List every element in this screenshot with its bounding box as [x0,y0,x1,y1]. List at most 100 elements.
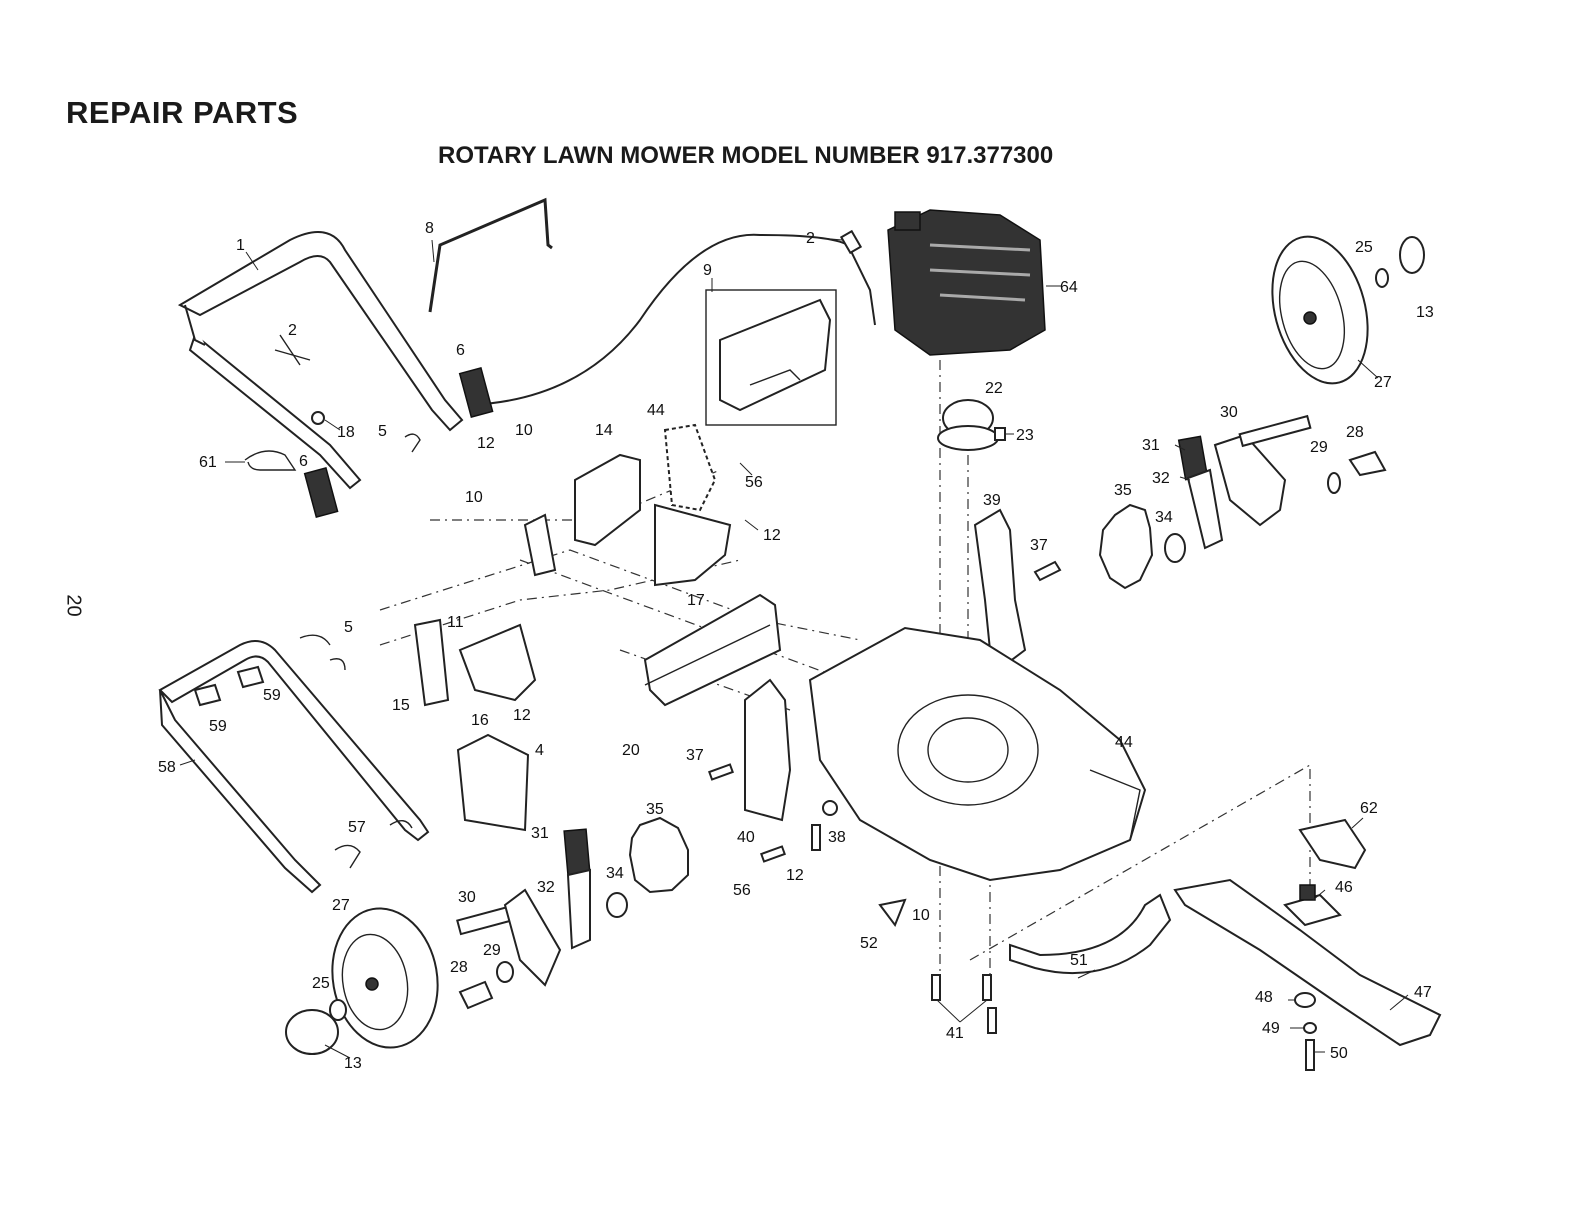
cable-tie [274,334,311,366]
callout-8: 8 [425,220,434,237]
callout-30-right: 30 [1220,404,1238,421]
callout-12-right: 12 [763,527,781,544]
callout-61: 61 [199,454,217,471]
callout-20: 20 [622,742,640,759]
callout-58: 58 [158,759,176,776]
callout-1: 1 [236,237,245,254]
callout-6-lower: 6 [299,453,308,470]
callout-2-cable: 2 [806,230,815,247]
callout-49: 49 [1262,1020,1280,1037]
cable-connector [839,229,863,255]
callout-56-upper: 56 [745,474,763,491]
bolt-41a [931,974,941,1001]
bolt-12-lower [811,824,821,851]
control-bail [428,197,553,313]
axle-bracket-right [1213,433,1287,527]
nut-38 [822,800,838,816]
height-bracket-left [744,678,792,822]
callout-5-lower: 5 [344,619,353,636]
callout-37-left: 37 [686,747,704,764]
rear-wheel-right [1271,235,1369,385]
baffle-51 [1009,893,1172,974]
callout-35-right: 35 [1114,482,1132,499]
height-gear-left [628,816,689,894]
height-lever-grip-left [563,828,591,876]
callout-28-left: 28 [450,959,468,976]
diagram-subtitle: ROTARY LAWN MOWER MODEL NUMBER 917.37730… [438,142,1054,169]
bolt-56-lower [760,845,786,863]
plate-44-small [663,423,717,512]
callout-46: 46 [1335,879,1353,896]
cable-clip-lower [303,466,339,518]
callout-9: 9 [703,262,712,279]
callout-labels: 1 2 2 4 5 5 6 6 8 9 10 10 10 11 12 12 12… [158,220,1434,1072]
callout-18: 18 [337,424,355,441]
callout-27-left: 27 [332,897,350,914]
bracket-16 [458,623,537,702]
height-gear-right [1098,503,1154,590]
callout-23: 23 [1016,427,1034,444]
washer-48 [1294,992,1316,1008]
bolt-41c [987,1007,997,1034]
callout-47: 47 [1414,984,1432,1001]
page-title: REPAIR PARTS [66,95,299,130]
callout-44-deck: 44 [1115,734,1133,751]
callout-64: 64 [1060,279,1078,296]
rear-bracket-14 [574,453,641,547]
callout-38: 38 [828,829,846,846]
callout-5-upper: 5 [378,423,387,440]
callout-13-right: 13 [1416,304,1434,321]
upper-handle [177,231,464,490]
height-bracket-right [973,508,1027,667]
callout-44-plate: 44 [647,402,665,419]
callout-29-left: 29 [483,942,501,959]
inset-box-deflector [705,289,837,426]
cable-clip-upper [458,366,494,418]
callout-28-right: 28 [1346,424,1364,441]
washer-25-left [329,999,347,1021]
hubcap-left [285,1009,339,1055]
callout-15: 15 [392,697,410,714]
callout-10-left: 10 [465,489,483,506]
callout-27-right: 27 [1374,374,1392,391]
bracket-10-left [523,513,557,577]
callout-12-left: 12 [513,707,531,724]
callout-59-upper: 59 [263,687,281,704]
callout-40: 40 [737,829,755,846]
callout-6-upper: 6 [456,342,465,359]
spacer-34-left [606,892,628,918]
control-cable [469,233,876,406]
callout-17: 17 [687,592,705,609]
callout-4: 4 [535,742,544,759]
callout-50: 50 [1330,1045,1348,1062]
deflector-17 [654,503,732,587]
callout-31-left: 31 [531,825,549,842]
handle-knob-59b [236,665,265,689]
leader-lines [179,237,1409,1059]
axle-right [1238,414,1312,448]
callout-59-lower: 59 [209,718,227,735]
blade-47 [1173,878,1442,1047]
lower-handle [158,640,430,894]
callout-32-right: 32 [1152,470,1170,487]
callout-14: 14 [595,422,613,439]
washer-49 [1303,1022,1317,1034]
handle-bolt-clip [404,433,421,453]
callout-30-left: 30 [458,889,476,906]
callout-29-right: 29 [1310,439,1328,456]
callout-52: 52 [860,935,878,952]
callout-22: 22 [985,380,1003,397]
bracket-15 [413,618,450,707]
callout-56-lower: 56 [733,882,751,899]
rear-hinge-rod [643,593,782,707]
callout-11: 11 [447,614,464,631]
callout-39: 39 [983,492,1001,509]
callout-31-right: 31 [1142,437,1160,454]
bolt-37-left [708,763,734,781]
bolt-37-right [1033,560,1062,582]
callout-48: 48 [1255,989,1273,1006]
hinge-line [644,624,771,686]
height-lever-left [566,868,591,950]
bolt-28-left [458,980,494,1010]
washer-right [1375,268,1389,288]
